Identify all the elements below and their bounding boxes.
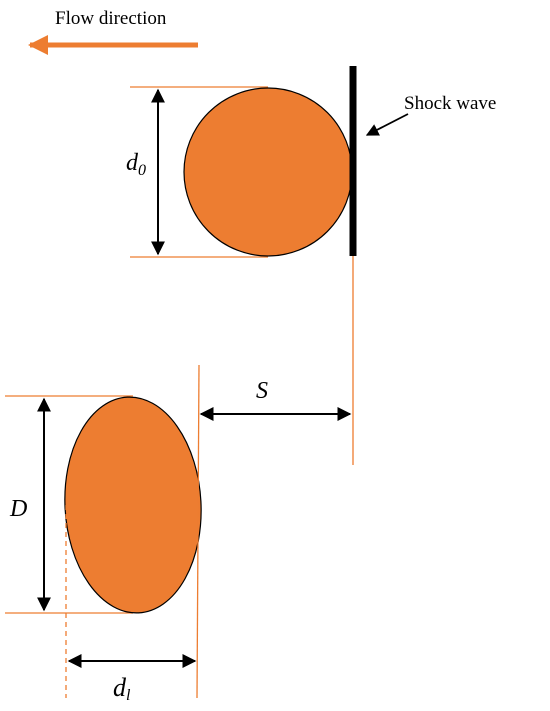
shock-wave-pointer-arrow [365, 113, 409, 136]
dl-label: dl [113, 673, 131, 704]
S-label: S [256, 378, 268, 404]
shock-wave-label: Shock wave [404, 93, 496, 114]
spherical-droplet [183, 87, 353, 257]
d0-label: d0 [126, 150, 146, 179]
deformed-droplet [64, 396, 202, 614]
droplet-leading-edge-line [196, 364, 200, 699]
D-label: D [9, 496, 27, 522]
flow-direction-label: Flow direction [55, 8, 167, 29]
